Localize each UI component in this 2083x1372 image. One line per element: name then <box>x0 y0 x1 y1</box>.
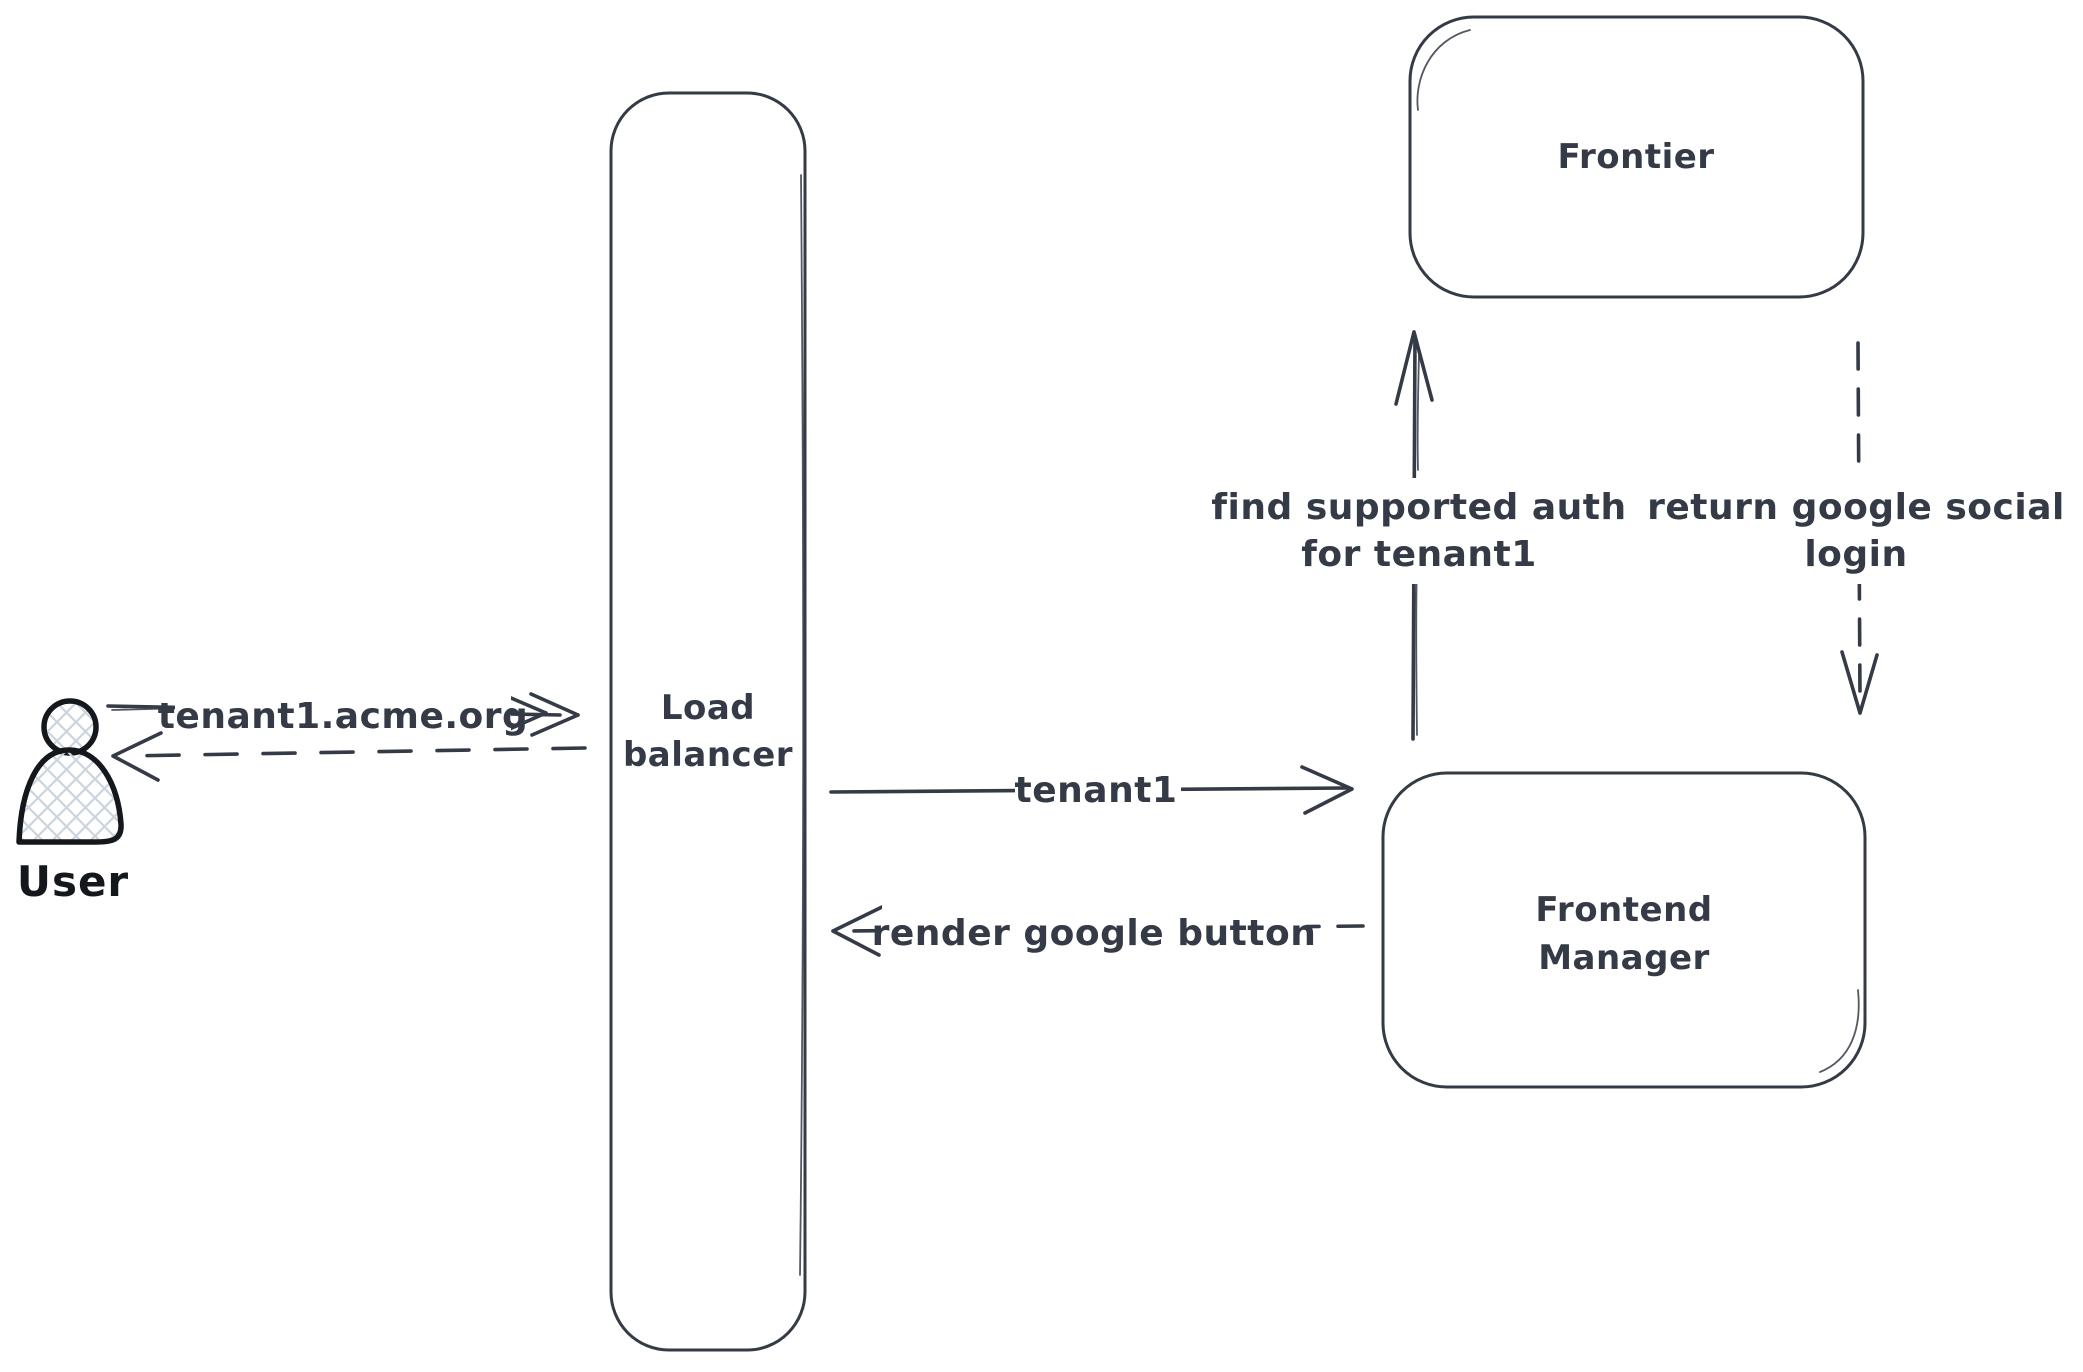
frontier-box-overdraw <box>1416 29 1471 111</box>
frontier-label: Frontier <box>1557 137 1714 177</box>
frontend-manager-box-overdraw <box>1819 989 1860 1073</box>
user-actor[interactable]: User <box>16 698 129 906</box>
arrow-label-bg <box>882 903 1306 957</box>
arrow-tenant1[interactable]: tenant1 <box>829 762 1354 815</box>
arrow-response-to-user[interactable] <box>111 731 587 782</box>
arrow-find-supported-auth[interactable]: find supported auth for tenant1 <box>1207 330 1631 741</box>
arrow-label-bg <box>1207 478 1631 584</box>
arrow-shaft <box>1856 341 1862 700</box>
load-balancer-box-overdraw <box>799 174 805 1276</box>
arrowhead-up-icon <box>1394 330 1434 406</box>
frontend-manager-label-line1: Frontend <box>1535 890 1712 930</box>
arrow-tenant1-acme-org[interactable]: tenant1.acme.org <box>106 687 580 739</box>
return-google-social-login-label-line1: return google social <box>1647 487 2065 528</box>
frontier-node[interactable]: Frontier <box>1408 15 1865 299</box>
arrowhead-left-icon <box>831 905 884 957</box>
arrowhead-left-icon <box>111 731 163 782</box>
find-supported-auth-label-line1: find supported auth <box>1211 487 1626 528</box>
frontend-manager-node[interactable]: Frontend Manager <box>1381 771 1867 1089</box>
load-balancer-label-line1: Load <box>661 688 755 728</box>
frontend-manager-label-line2: Manager <box>1538 938 1710 978</box>
arrow-label-bg <box>1015 762 1181 812</box>
arrow-label-bg <box>1650 478 2070 584</box>
frontend-manager-box <box>1381 771 1867 1089</box>
user-label: User <box>17 857 129 906</box>
user-icon <box>16 698 124 845</box>
find-supported-auth-label-line2: for tenant1 <box>1301 534 1537 575</box>
user-icon-head <box>41 698 99 756</box>
render-google-button-label: render google button <box>872 913 1317 954</box>
load-balancer-node[interactable]: Load balancer <box>609 91 807 1352</box>
arrow-return-google-social-login[interactable]: return google social login <box>1647 341 2070 715</box>
arrow-shaft <box>124 746 587 758</box>
route-tenant1-label: tenant1 <box>1015 770 1178 811</box>
arrowhead-right-icon <box>1300 765 1354 815</box>
user-icon-body <box>16 747 124 845</box>
arrowhead-down-icon <box>1840 650 1879 715</box>
load-balancer-box <box>609 91 807 1352</box>
arrow-label-bg <box>175 687 511 739</box>
frontier-box <box>1408 15 1865 299</box>
arrow-render-google-button[interactable]: render google button <box>831 903 1365 957</box>
arrowhead-right-icon <box>529 692 580 737</box>
load-balancer-label-line2: balancer <box>623 735 793 775</box>
return-google-social-login-label-line2: login <box>1804 534 1907 575</box>
request-label: tenant1.acme.org <box>158 696 529 737</box>
